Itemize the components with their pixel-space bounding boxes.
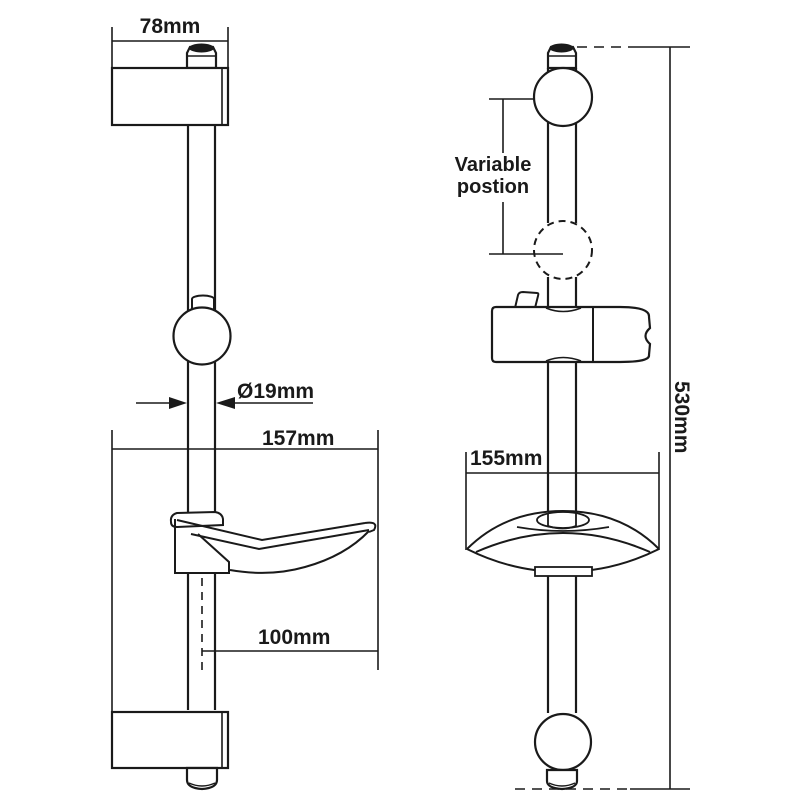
left-view-linework <box>110 27 379 791</box>
dim-dish-offset-label: 100mm <box>258 626 331 649</box>
dim-dish-width-label: 155mm <box>470 447 543 470</box>
dim-rail-diameter-label: Ø19mm <box>237 380 315 403</box>
variable-position-annotation: Variable postion <box>448 154 538 198</box>
dim-rail-length-label: 530mm <box>670 381 693 454</box>
dim-dish-depth-label: 157mm <box>262 427 335 450</box>
variable-position-line1: Variable <box>454 154 532 176</box>
variable-position-line2: postion <box>456 176 530 198</box>
right-view-linework <box>465 43 690 791</box>
dim-top-width-label: 78mm <box>139 15 201 38</box>
